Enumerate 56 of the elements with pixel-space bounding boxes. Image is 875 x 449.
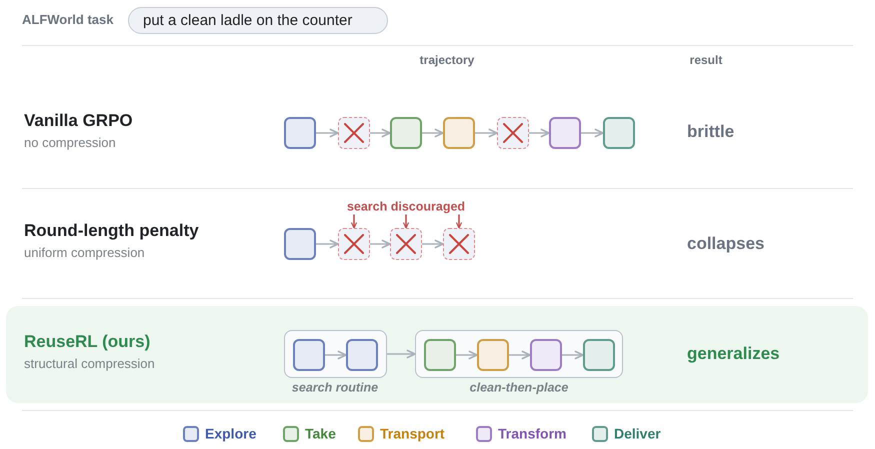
task-instruction: put a clean ladle on the counter	[128, 7, 388, 34]
method-name: Vanilla GRPO	[24, 110, 133, 132]
arrow	[475, 128, 498, 138]
column-header: result	[690, 52, 722, 68]
arrow	[509, 350, 531, 360]
failed-step-box	[338, 228, 370, 260]
step-box	[424, 339, 456, 371]
failed-step-box	[443, 228, 475, 260]
arrow	[456, 350, 478, 360]
arrow	[370, 128, 391, 138]
step-box	[284, 117, 316, 149]
legend-label: Take	[305, 426, 336, 442]
group-caption: clean-then-place	[470, 380, 568, 396]
legend-label: Deliver	[614, 426, 661, 442]
arrow	[316, 240, 339, 248]
arrow	[370, 240, 391, 248]
step-box	[549, 117, 581, 149]
arrow	[316, 128, 339, 138]
legend-label: Transform	[498, 426, 566, 442]
column-header: trajectory	[420, 52, 474, 68]
leader-arrow	[351, 214, 357, 229]
annotation-text: search discouraged	[346, 200, 466, 214]
legend-label: Explore	[205, 426, 256, 442]
legend-label: Transport	[380, 426, 445, 442]
group-caption: search routine	[292, 380, 378, 396]
method-subtitle: uniform compression	[24, 245, 145, 261]
result-text: brittle	[687, 122, 734, 142]
arrow	[581, 128, 604, 138]
method-subtitle: no compression	[24, 135, 116, 151]
step-box	[477, 339, 509, 371]
result-text: collapses	[687, 234, 764, 254]
method-subtitle: structural compression	[24, 356, 155, 372]
step-box	[284, 228, 316, 260]
step-box	[443, 117, 475, 149]
arrow	[325, 350, 347, 360]
leader-arrow	[403, 214, 409, 229]
arrow	[422, 240, 444, 248]
step-box	[530, 339, 562, 371]
arrow	[562, 350, 584, 360]
failed-step-box	[390, 228, 422, 260]
method-name: ReuseRL (ours)	[24, 332, 150, 352]
step-box	[603, 117, 635, 149]
failed-step-box	[497, 117, 529, 149]
step-box	[293, 339, 325, 371]
arrow	[422, 128, 444, 138]
leader-arrow	[456, 214, 462, 229]
step-box	[390, 117, 422, 149]
step-box	[346, 339, 378, 371]
arrow	[529, 128, 550, 138]
step-box	[583, 339, 615, 371]
highlight-panel	[6, 306, 868, 403]
task-label: ALFWorld task	[22, 12, 114, 28]
arrow	[387, 350, 416, 358]
failed-step-box	[338, 117, 370, 149]
result-text: generalizes	[687, 344, 780, 364]
method-name: Round-length penalty	[24, 220, 199, 242]
